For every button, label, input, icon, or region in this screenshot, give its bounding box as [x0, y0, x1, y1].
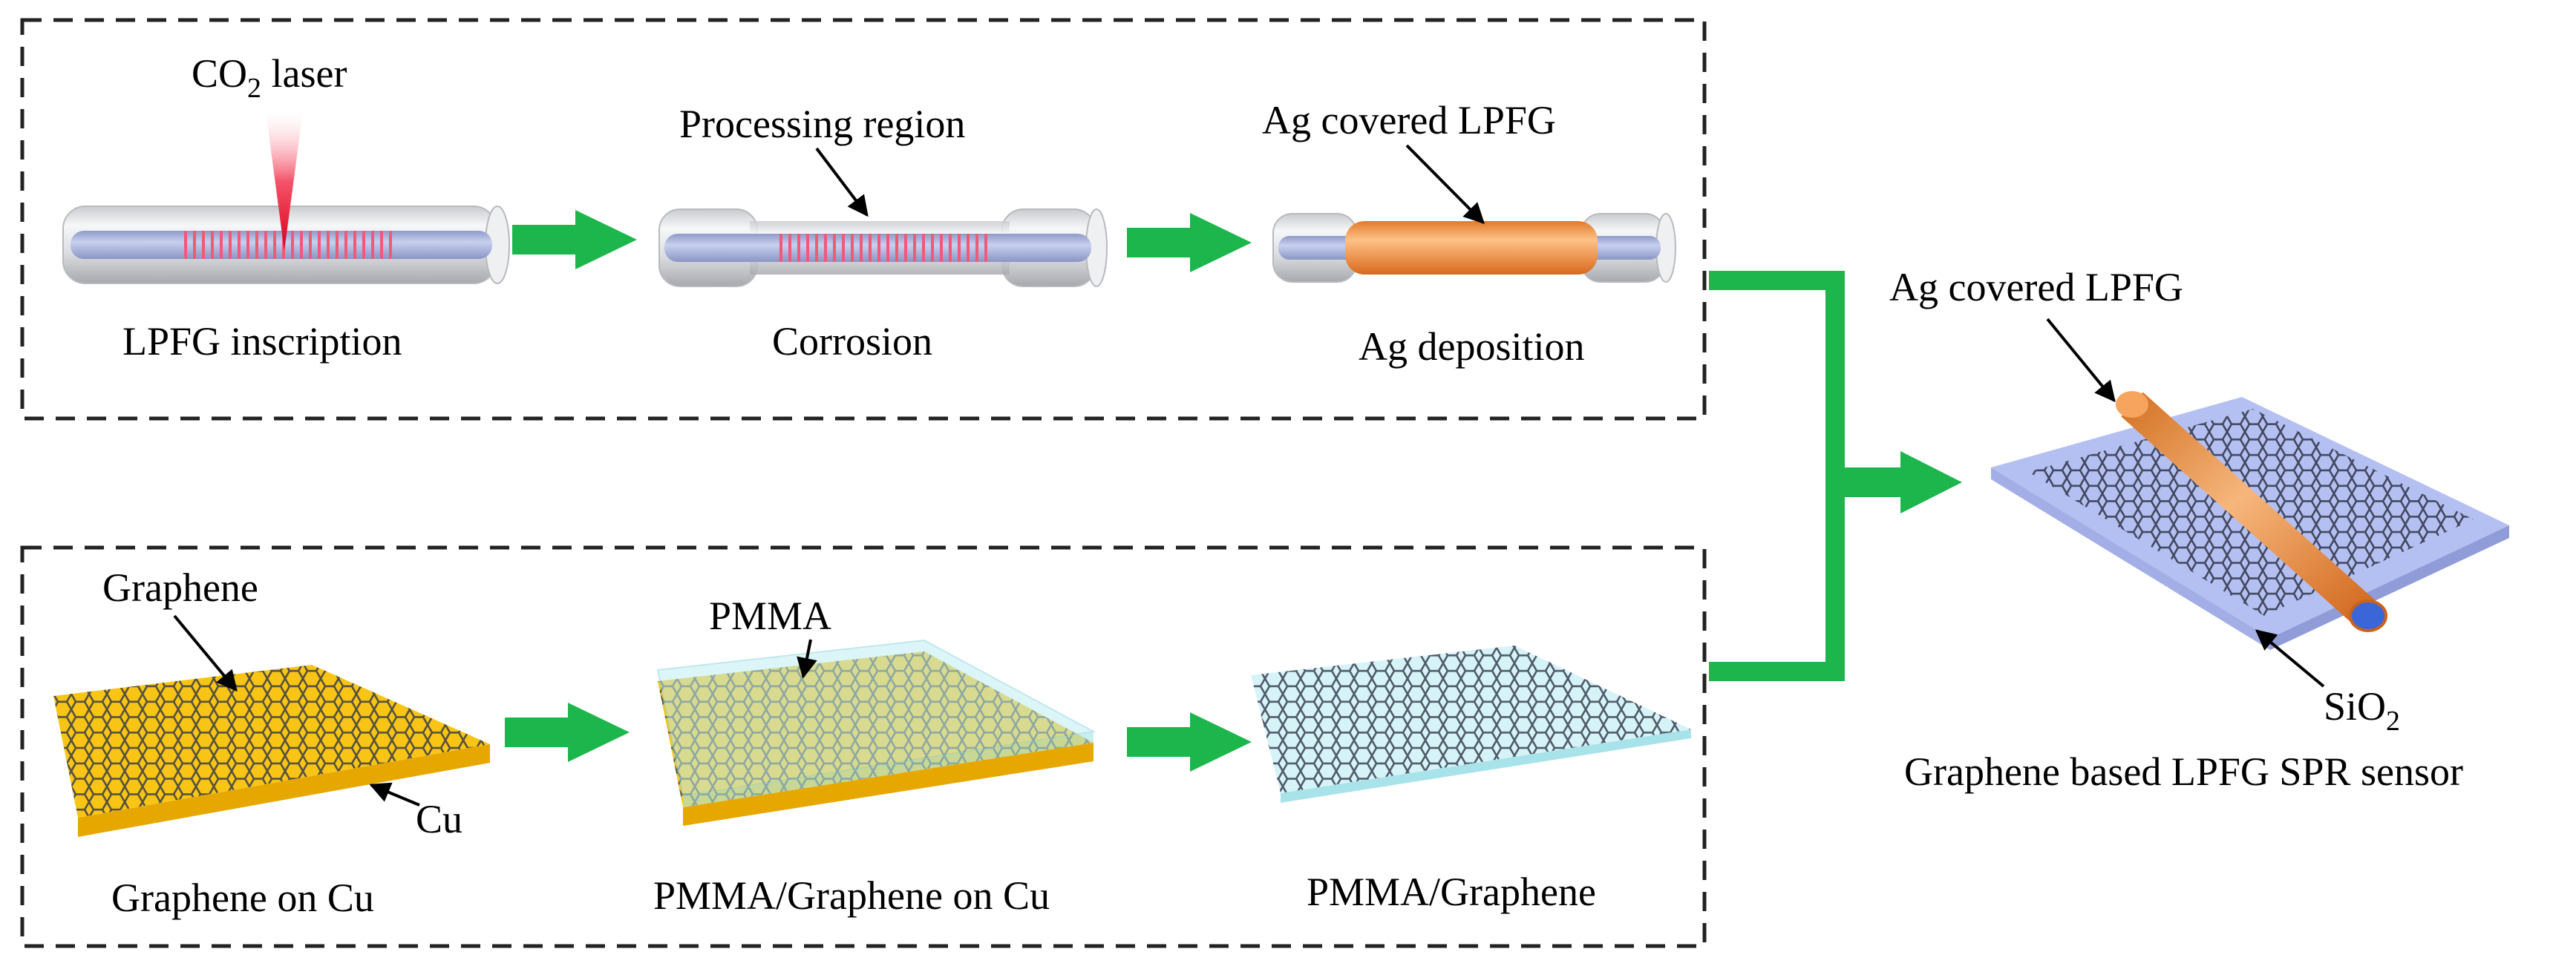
pmma-pointer — [797, 639, 817, 679]
co2-laser-beam — [266, 111, 303, 251]
top-panel-frame — [20, 18, 1707, 421]
step3-callout: Ag covered LPFG — [1262, 98, 1556, 142]
fiber-step3 — [1272, 213, 1676, 283]
merge-line-top — [1709, 271, 1845, 482]
process-arrow-4 — [1127, 712, 1252, 772]
graphene-callout: Graphene — [102, 565, 258, 610]
pmma-graphene-on-cu-sheet — [656, 639, 1096, 826]
process-arrow-3 — [505, 703, 630, 762]
silver-coating — [1345, 221, 1598, 275]
fiber-step2 — [658, 208, 1108, 287]
step3-label: Ag deposition — [1359, 324, 1585, 369]
process-arrow-1 — [512, 210, 637, 269]
grating-lines — [779, 234, 987, 262]
result-label: Graphene based LPFG SPR sensor — [1904, 749, 2463, 794]
result-fiber-callout: Ag covered LPFG — [1889, 265, 2183, 309]
result-fiber-pointer — [2046, 318, 2116, 403]
grating-lines — [184, 231, 392, 259]
bottom-step2-label: PMMA/Graphene on Cu — [653, 873, 1050, 918]
sio2-pointer — [2255, 629, 2325, 688]
process-arrow-2 — [1127, 213, 1252, 272]
step2-pointer — [815, 147, 869, 217]
fiber-step1 — [62, 206, 510, 284]
graphene-pointer — [173, 614, 238, 692]
pmma-callout: PMMA — [709, 594, 831, 638]
bottom-step3-label: PMMA/Graphene — [1307, 870, 1596, 914]
fiber-rod — [2121, 392, 2379, 628]
laser-label: CO2 laser — [192, 51, 347, 104]
bottom-step1-label: Graphene on Cu — [111, 876, 374, 920]
merge-arrow — [1835, 451, 1962, 513]
merge-line-bottom — [1709, 475, 1845, 681]
sensor-device — [1991, 391, 2509, 650]
cu-pointer — [369, 782, 420, 807]
step2-callout: Processing region — [679, 102, 965, 146]
cu-callout: Cu — [416, 797, 462, 841]
sio2-callout: SiO2 — [2324, 684, 2400, 737]
step2-label: Corrosion — [772, 319, 932, 364]
step3-pointer — [1405, 144, 1485, 224]
step1-label: LPFG inscription — [122, 319, 402, 364]
pmma-graphene-sheet — [1251, 646, 1691, 803]
graphene-on-cu-sheet — [53, 665, 490, 837]
bottom-panel-frame — [20, 545, 1707, 948]
